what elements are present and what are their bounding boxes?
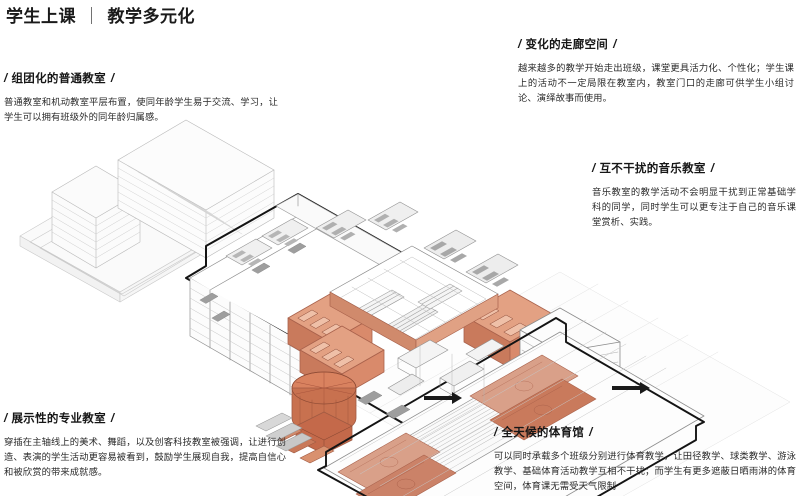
slash-open-icon: / [592,163,596,175]
court-2 [355,454,457,496]
direction-arrow [424,392,462,404]
central-atrium [329,245,499,345]
annotation-corridor-title: 变化的走廊空间 [525,39,609,51]
annotation-classroom-title: 组团化的普通教室 [11,73,106,85]
annotation-classroom-heading: /组团化的普通教室/ [4,70,278,86]
annotation-corridor: /变化的走廊空间/ 越来越多的教学开始走出班级，课堂更具活力化、个性化；学生课上… [518,36,794,106]
annotation-gym-title: 全天候的体育馆 [501,427,585,439]
slash-close-icon: / [110,73,115,85]
annotation-gym-heading: /全天候的体育馆/ [494,424,796,440]
annotation-music-title: 互不干扰的音乐教室 [599,163,706,175]
exterior-structures [387,338,505,403]
annotation-specialty: /展示性的专业教室/ 穿插在主轴线上的美术、舞蹈，以及创客科技教室被强调，让进行… [4,410,286,480]
annotation-specialty-body: 穿插在主轴线上的美术、舞蹈，以及创客科技教室被强调，让进行创造、表演的学生活动更… [4,437,286,478]
slash-close-icon: / [110,413,115,425]
annotation-corridor-body: 越来越多的教学开始走出班级，课堂更具活力化、个性化；学生课上的活动不一定局限在教… [518,63,794,104]
page-title-left: 学生上课 [6,7,76,26]
annotation-specialty-title: 展示性的专业教室 [11,413,106,425]
annotation-gym: /全天候的体育馆/ 可以同时承载多个班级分别进行体育教学，让田径教学、球类教学、… [494,424,796,494]
gymnasium-outline [317,317,705,496]
court-4 [489,378,597,441]
courtyard-slab-edge [329,291,499,355]
page-title: 学生上课 ｜ 教学多元化 [6,2,195,27]
roof-classroom-cells [225,201,519,287]
sports-courts [337,354,597,496]
annotation-corridor-heading: /变化的走廊空间/ [518,36,794,52]
slash-close-icon: / [589,427,593,439]
annotation-music: /互不干扰的音乐教室/ 音乐教室的教学活动不会明显干扰到正常基础学科的同学，同时… [592,160,796,230]
slash-close-icon: / [710,163,715,175]
court-1 [337,432,441,492]
roof-equipment [199,242,411,419]
annotation-classroom-body: 普通教室和机动教室平层布置，使同年龄学生易于交流、学习，让学生可以拥有班级外的同… [4,97,278,123]
annotation-classroom: /组团化的普通教室/ 普通教室和机动教室平层布置，使同年龄学生易于交流、学习，让… [4,70,278,125]
slash-open-icon: / [4,413,8,425]
court-3 [469,354,579,418]
page-title-right: 教学多元化 [107,7,195,26]
direction-arrow-2 [612,382,650,394]
slash-open-icon: / [518,39,522,51]
entry-steps [255,412,313,452]
annotation-music-heading: /互不干扰的音乐教室/ [592,160,796,176]
page-title-separator: ｜ [83,7,101,26]
slash-open-icon: / [4,73,8,85]
annotation-specialty-heading: /展示性的专业教室/ [4,410,286,426]
annotation-gym-body: 可以同时承载多个班级分别进行体育教学，让田径教学、球类教学、游泳教学、基础体育活… [494,451,796,492]
slash-close-icon: / [613,39,617,51]
annotation-music-body: 音乐教室的教学活动不会明显干扰到正常基础学科的同学，同时学生可以更专注于自己的音… [592,187,796,228]
slash-open-icon: / [494,427,498,439]
axonometric-drawing [0,96,800,496]
gym-roof-frame [339,319,667,496]
context-buildings [51,119,275,269]
